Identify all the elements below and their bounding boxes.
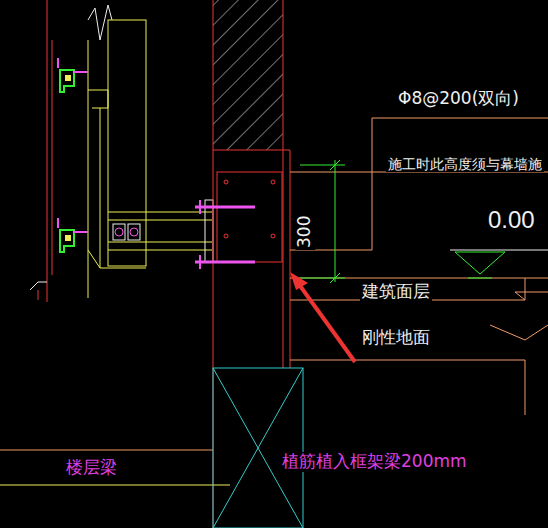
bolt-hole <box>224 180 275 238</box>
pointer-arrow <box>290 272 355 362</box>
mullion-line <box>88 40 89 298</box>
callout-note: 植筋植入框架梁200mm <box>280 452 469 472</box>
steel-connector <box>108 200 213 262</box>
frame-beam <box>213 368 303 528</box>
angle <box>88 90 108 108</box>
dimension-value: 300 <box>295 214 315 250</box>
edge-mark <box>38 290 39 300</box>
level-value: 0.00 <box>486 206 537 234</box>
level-line <box>450 250 548 251</box>
construction-note: 施工时此高度须与幕墙施 <box>386 156 544 172</box>
mullion-line <box>100 108 101 268</box>
beam-name: 楼层梁 <box>64 458 119 478</box>
level-symbol <box>468 278 492 279</box>
glass-line <box>52 40 53 275</box>
mullion-line <box>88 250 146 268</box>
layer-name: 刚性地面 <box>360 328 432 348</box>
rebar-note: Φ8@200(双向) <box>396 89 521 109</box>
embed-plate <box>217 172 282 262</box>
level-symbol <box>455 252 505 274</box>
glass-line <box>47 0 48 302</box>
mullion <box>108 20 146 266</box>
bracket <box>58 58 88 252</box>
beam-line <box>0 485 230 486</box>
edge-mark <box>30 282 47 290</box>
wall-line <box>213 150 290 151</box>
anchor-bolt <box>195 200 255 269</box>
wall-hatch <box>213 0 283 150</box>
layer-name: 建筑面层 <box>360 282 432 302</box>
section-line <box>0 118 548 450</box>
wall-line <box>290 150 291 368</box>
wall-line <box>283 0 284 368</box>
